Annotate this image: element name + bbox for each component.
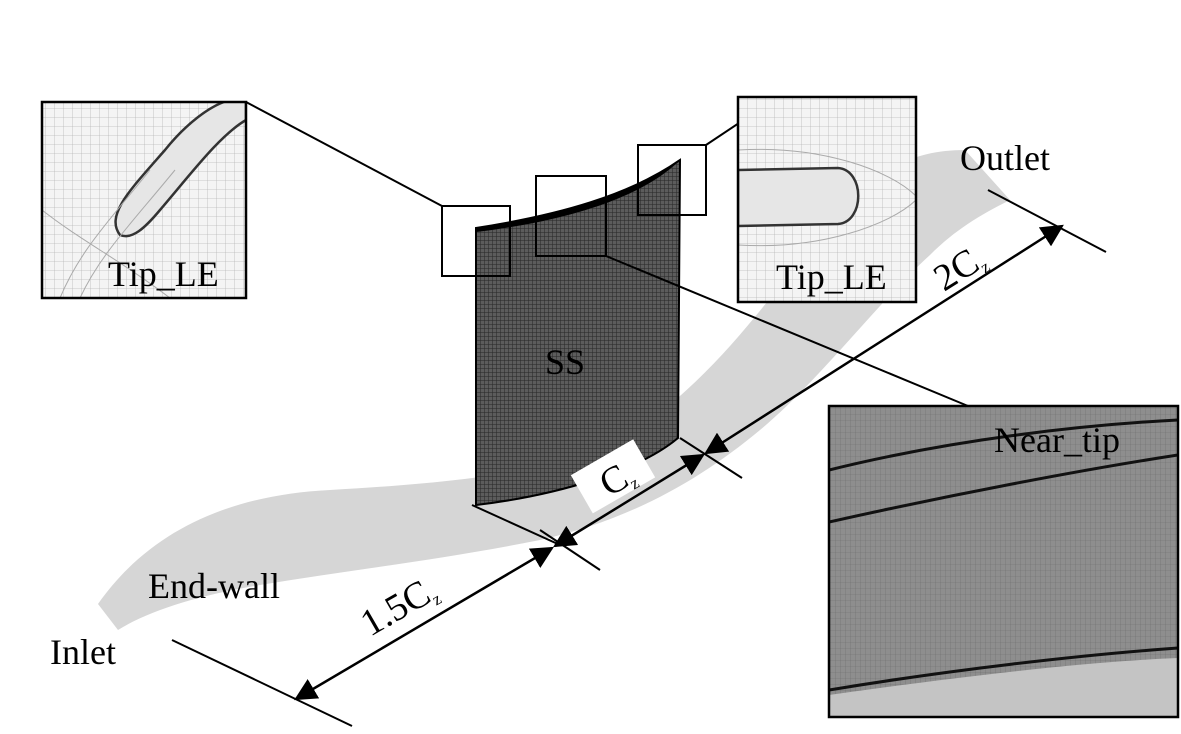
end-wall-label: End-wall xyxy=(148,566,280,606)
dimension-arrow-downstream xyxy=(704,224,1064,455)
zoom-box-near-tip xyxy=(535,175,607,257)
inset-tip-le-right: Tip_LE xyxy=(736,95,918,304)
outlet-label: Outlet xyxy=(960,138,1050,178)
blade-te-extension xyxy=(679,437,743,479)
suction-side-blade xyxy=(475,158,682,507)
end-wall-surface xyxy=(98,150,1010,630)
suction-side-label: SS xyxy=(545,342,585,382)
zoom-box-trailing-edge xyxy=(637,144,707,216)
dimension-label-upstream: 1.5Cz xyxy=(354,568,446,646)
inset-near-tip-label: Near_tip xyxy=(994,420,1120,460)
dimension-arrow-chord xyxy=(553,453,705,548)
dimension-arrow-upstream xyxy=(294,546,554,701)
inset-tip-le-right-label: Tip_LE xyxy=(776,257,887,297)
inset-tip-le-left-label: Tip_LE xyxy=(108,254,219,294)
leader-line-left xyxy=(245,101,443,207)
outlet-plane-line xyxy=(987,189,1107,253)
zoom-box-leading-edge xyxy=(441,205,511,277)
blade-le-extension xyxy=(539,529,601,571)
blade-tip-edge xyxy=(476,160,680,232)
inset-tip-le-left: Tip_LE xyxy=(40,100,248,300)
inlet-label: Inlet xyxy=(50,632,116,672)
inset-near-tip: Near_tip xyxy=(827,404,1180,719)
blade-hub-edge xyxy=(471,504,561,546)
inlet-plane-line xyxy=(171,639,353,727)
